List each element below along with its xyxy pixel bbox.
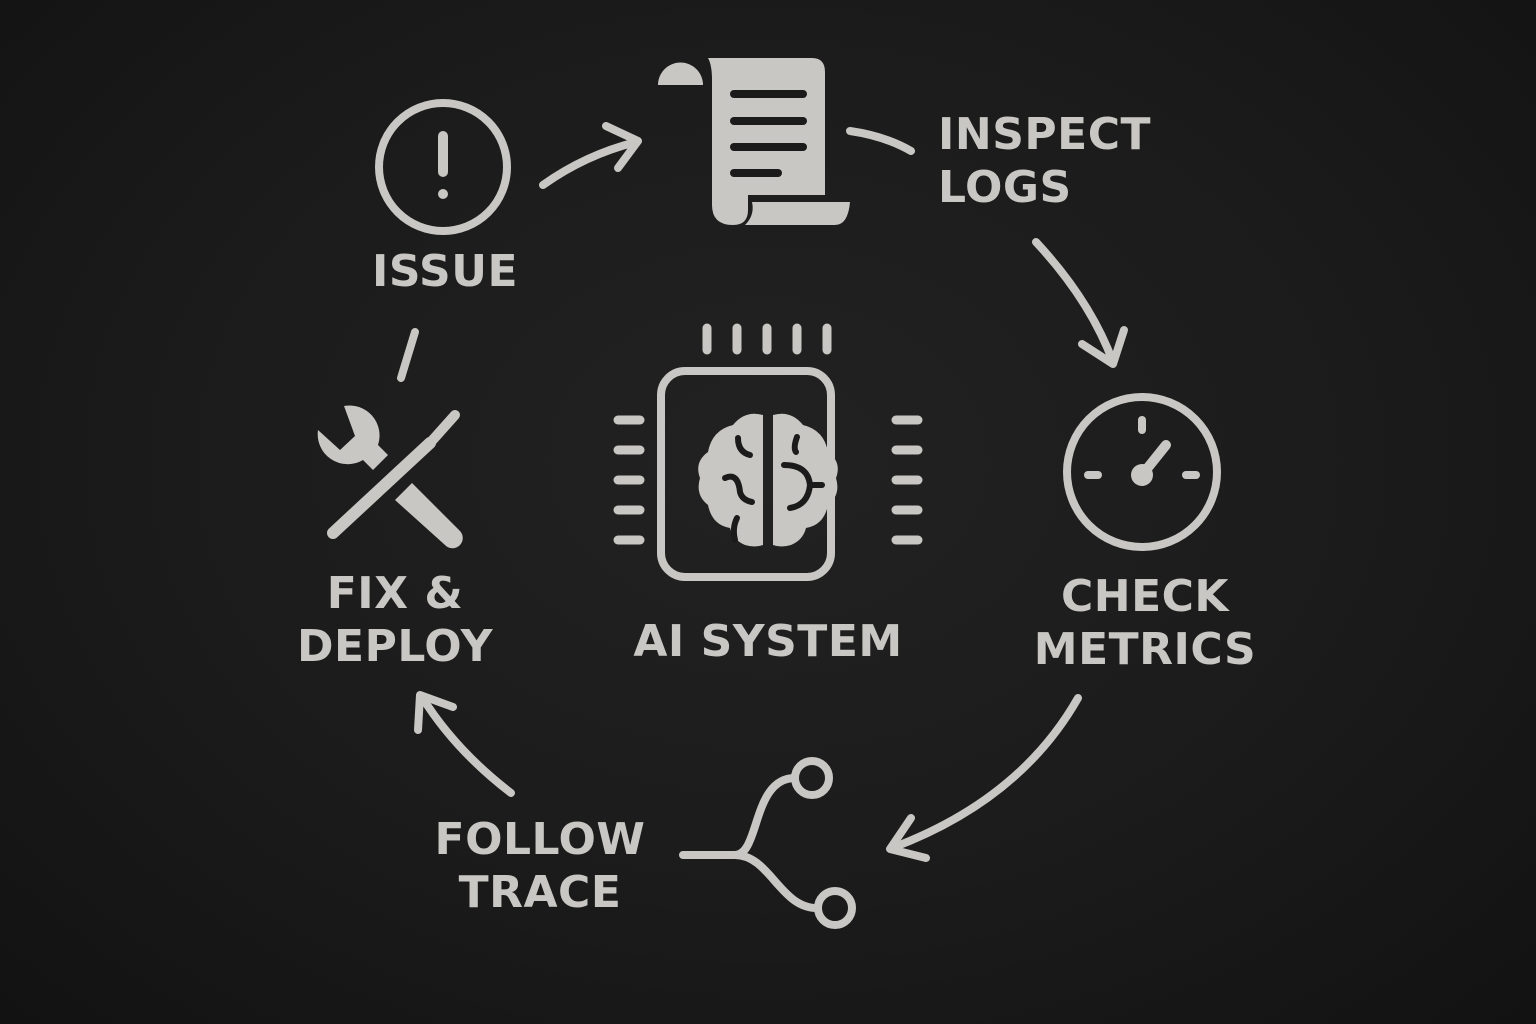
arrow-trace-to-fix [414, 691, 515, 797]
arrow-logs-to-metrics [1032, 238, 1128, 368]
alert-circle-icon [375, 99, 511, 235]
arrow-issue-to-logs [539, 122, 642, 189]
center-label: AI SYSTEM [633, 616, 903, 667]
tools-icon [317, 405, 463, 549]
connector-fix-issue [397, 328, 419, 382]
scroll-icon [658, 58, 850, 225]
step-label-fix-deploy: FIX &DEPLOY [297, 568, 493, 672]
connector-logs-label [846, 127, 915, 155]
trace-icon [679, 757, 856, 929]
arrow-metrics-to-trace [886, 694, 1082, 862]
gauge-icon [1063, 393, 1221, 551]
chip-brain-icon [613, 323, 923, 581]
step-label-issue: ISSUE [371, 246, 519, 297]
